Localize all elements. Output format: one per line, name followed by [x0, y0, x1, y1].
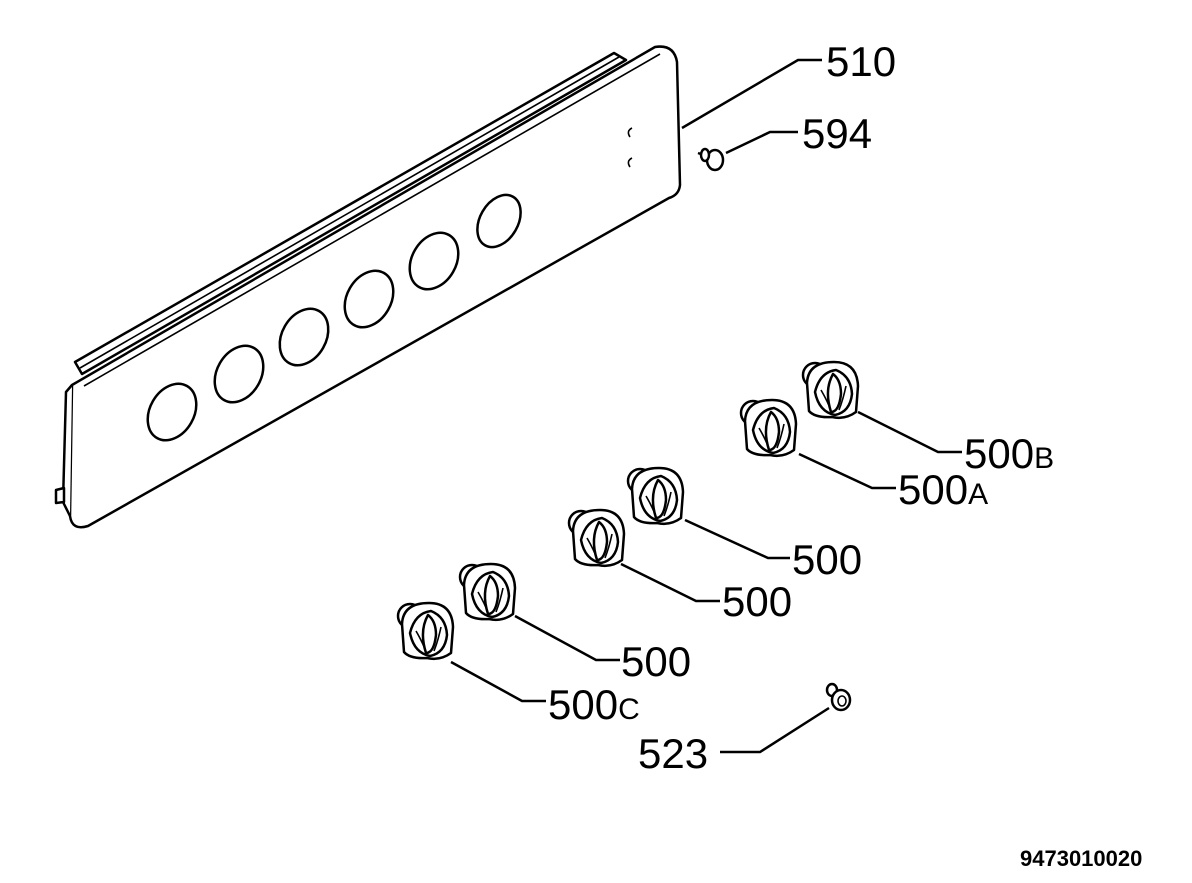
label-500b-suffix: B: [1034, 442, 1054, 475]
clip-part: [825, 682, 852, 712]
label-500-middle: 500: [722, 578, 792, 625]
knob-500-top: [626, 466, 685, 526]
drawing-number: 9473010020: [1020, 846, 1142, 871]
knob-500-middle: [567, 508, 626, 568]
screw-part: [697, 147, 725, 172]
knob-holes: [146, 193, 522, 442]
label-500b-number: 500: [964, 430, 1034, 477]
label-500c: 500C: [548, 681, 640, 728]
label-500a-suffix: A: [968, 478, 988, 511]
knob-500-lower: [458, 562, 517, 622]
knob-500b: [801, 360, 860, 420]
label-500a: 500A: [898, 466, 988, 513]
label-500-lower: 500: [621, 638, 691, 685]
leader-lines: [450, 58, 962, 754]
label-500a-number: 500: [898, 466, 968, 513]
label-523: 523: [638, 730, 708, 777]
label-500b: 500B: [964, 430, 1054, 477]
label-500c-number: 500: [548, 681, 618, 728]
knob-500a: [739, 398, 798, 458]
label-510: 510: [826, 38, 896, 85]
label-594: 594: [802, 110, 872, 157]
label-500c-suffix: C: [618, 693, 640, 726]
knob-500c: [396, 601, 455, 661]
control-panel: [54, 45, 682, 529]
label-500-top: 500: [792, 536, 862, 583]
